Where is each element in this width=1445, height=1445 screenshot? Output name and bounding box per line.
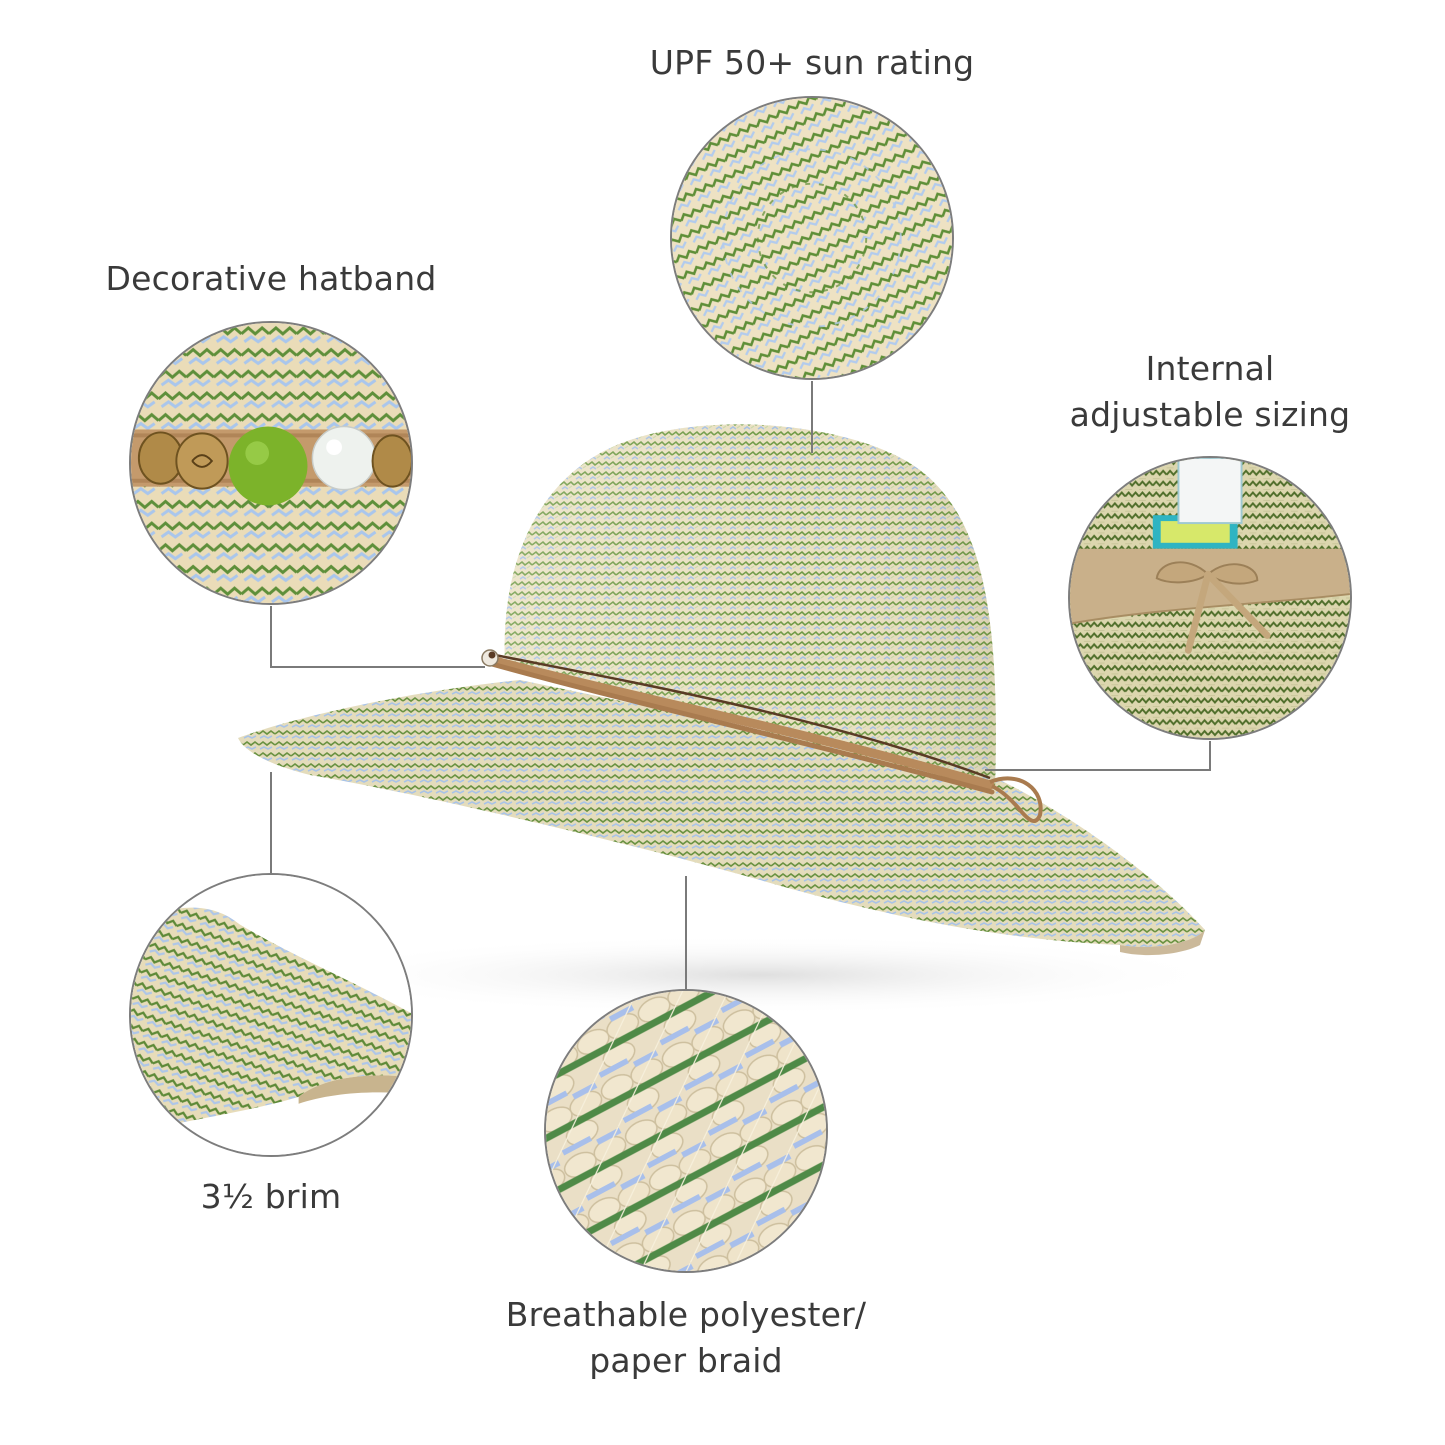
braid-weave-macro-image [546, 991, 826, 1271]
spiral-braid-closeup-image [672, 98, 952, 378]
inner-tie-sweatband-closeup-image [1070, 458, 1350, 738]
connector-line-hatband-horizontal [270, 666, 485, 668]
connector-line-sizing-vertical [1209, 741, 1211, 771]
feature-label-sizing: Internal adjustable sizing [1010, 346, 1410, 438]
detail-circle-upf [670, 96, 954, 380]
feature-label-upf: UPF 50+ sun rating [649, 43, 975, 82]
feature-label-sizing-line-1: Internal [1145, 349, 1275, 388]
feature-label-material: Breathable polyester/ paper braid [486, 1292, 886, 1384]
feature-label-hatband: Decorative hatband [105, 259, 437, 298]
connector-line-brim [270, 772, 272, 873]
feature-label-brim: 3½ brim [200, 1177, 342, 1216]
detail-circle-hatband [129, 321, 413, 605]
detail-circle-brim [129, 873, 413, 1157]
brim-edge-closeup-image [131, 875, 411, 1155]
detail-circle-material [544, 989, 828, 1273]
feature-label-sizing-line-2: adjustable sizing [1069, 395, 1351, 434]
connector-line-hatband-vertical [270, 606, 272, 668]
detail-circle-sizing [1068, 456, 1352, 740]
feature-label-material-line-1: Breathable polyester/ [505, 1295, 867, 1334]
beaded-hatband-closeup-image [131, 323, 411, 603]
connector-line-sizing-horizontal [985, 769, 1211, 771]
feature-label-material-line-2: paper braid [589, 1341, 783, 1380]
connector-line-material [685, 876, 687, 989]
connector-line-upf [811, 381, 813, 453]
